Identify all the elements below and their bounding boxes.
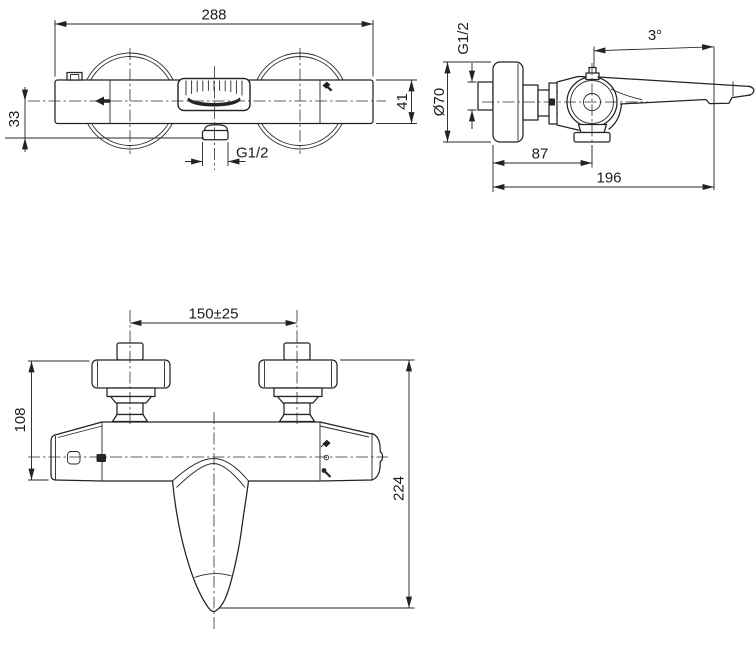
dim-inlet-thread: G1/2 bbox=[455, 22, 477, 129]
dim-label: 87 bbox=[532, 146, 549, 163]
hand-shower-icon bbox=[321, 468, 332, 478]
dim-overall-width: 288 bbox=[54, 7, 374, 77]
dim-label: 3° bbox=[648, 27, 662, 44]
dim-label: 108 bbox=[12, 407, 29, 432]
left-inlet bbox=[91, 342, 171, 423]
dim-center-to-outlet: 33 bbox=[5, 87, 204, 152]
dim-label: 150±25 bbox=[189, 306, 239, 323]
temperature-dial bbox=[177, 77, 251, 112]
mixer-body-top bbox=[50, 421, 384, 482]
side-view: Ø70 G1/2 3° 87 196 bbox=[431, 22, 755, 192]
dim-flange-to-spout-tip: 224 bbox=[219, 359, 415, 609]
dim-wall-to-valve-center: 87 bbox=[493, 145, 593, 168]
shower-head-icon bbox=[320, 439, 331, 448]
valve-body bbox=[549, 75, 623, 131]
inlet-centerlines bbox=[129, 310, 298, 424]
spout-top-view bbox=[171, 458, 250, 613]
dim-label: 196 bbox=[596, 170, 621, 187]
hand-shower-icon bbox=[322, 81, 333, 92]
dim-label: G1/2 bbox=[236, 145, 269, 162]
right-inlet bbox=[258, 342, 338, 423]
dim-label: G1/2 bbox=[455, 22, 472, 55]
dim-label: 33 bbox=[6, 111, 23, 128]
dim-inlet-spacing: 150±25 bbox=[130, 306, 297, 327]
dim-label: 41 bbox=[394, 93, 411, 110]
dim-label: 288 bbox=[201, 7, 226, 24]
dim-outlet-thread: G1/2 bbox=[185, 142, 269, 166]
front-view: 288 41 33 G1/2 bbox=[5, 7, 417, 170]
wall-inlet-stub bbox=[477, 81, 494, 111]
dim-label: Ø70 bbox=[431, 88, 448, 116]
safety-button bbox=[66, 71, 83, 81]
dim-spout-angle: 3° bbox=[593, 27, 714, 68]
button-outline-icon bbox=[67, 451, 81, 465]
dim-wall-to-spout-outlet: 196 bbox=[492, 46, 715, 192]
dim-body-height: 41 bbox=[376, 79, 417, 124]
top-view: 150±25 108 224 bbox=[12, 306, 415, 632]
left-arrow-icon bbox=[95, 96, 111, 106]
bottom-outlet bbox=[201, 124, 229, 141]
dim-flange-diameter: Ø70 bbox=[431, 61, 491, 143]
dim-label: 224 bbox=[391, 476, 408, 501]
temp-button-icon bbox=[96, 454, 106, 462]
dim-flange-to-body-front: 108 bbox=[12, 360, 90, 481]
top-cap bbox=[585, 66, 600, 81]
vertical-centerlines bbox=[129, 48, 301, 170]
spout-side bbox=[597, 76, 755, 105]
